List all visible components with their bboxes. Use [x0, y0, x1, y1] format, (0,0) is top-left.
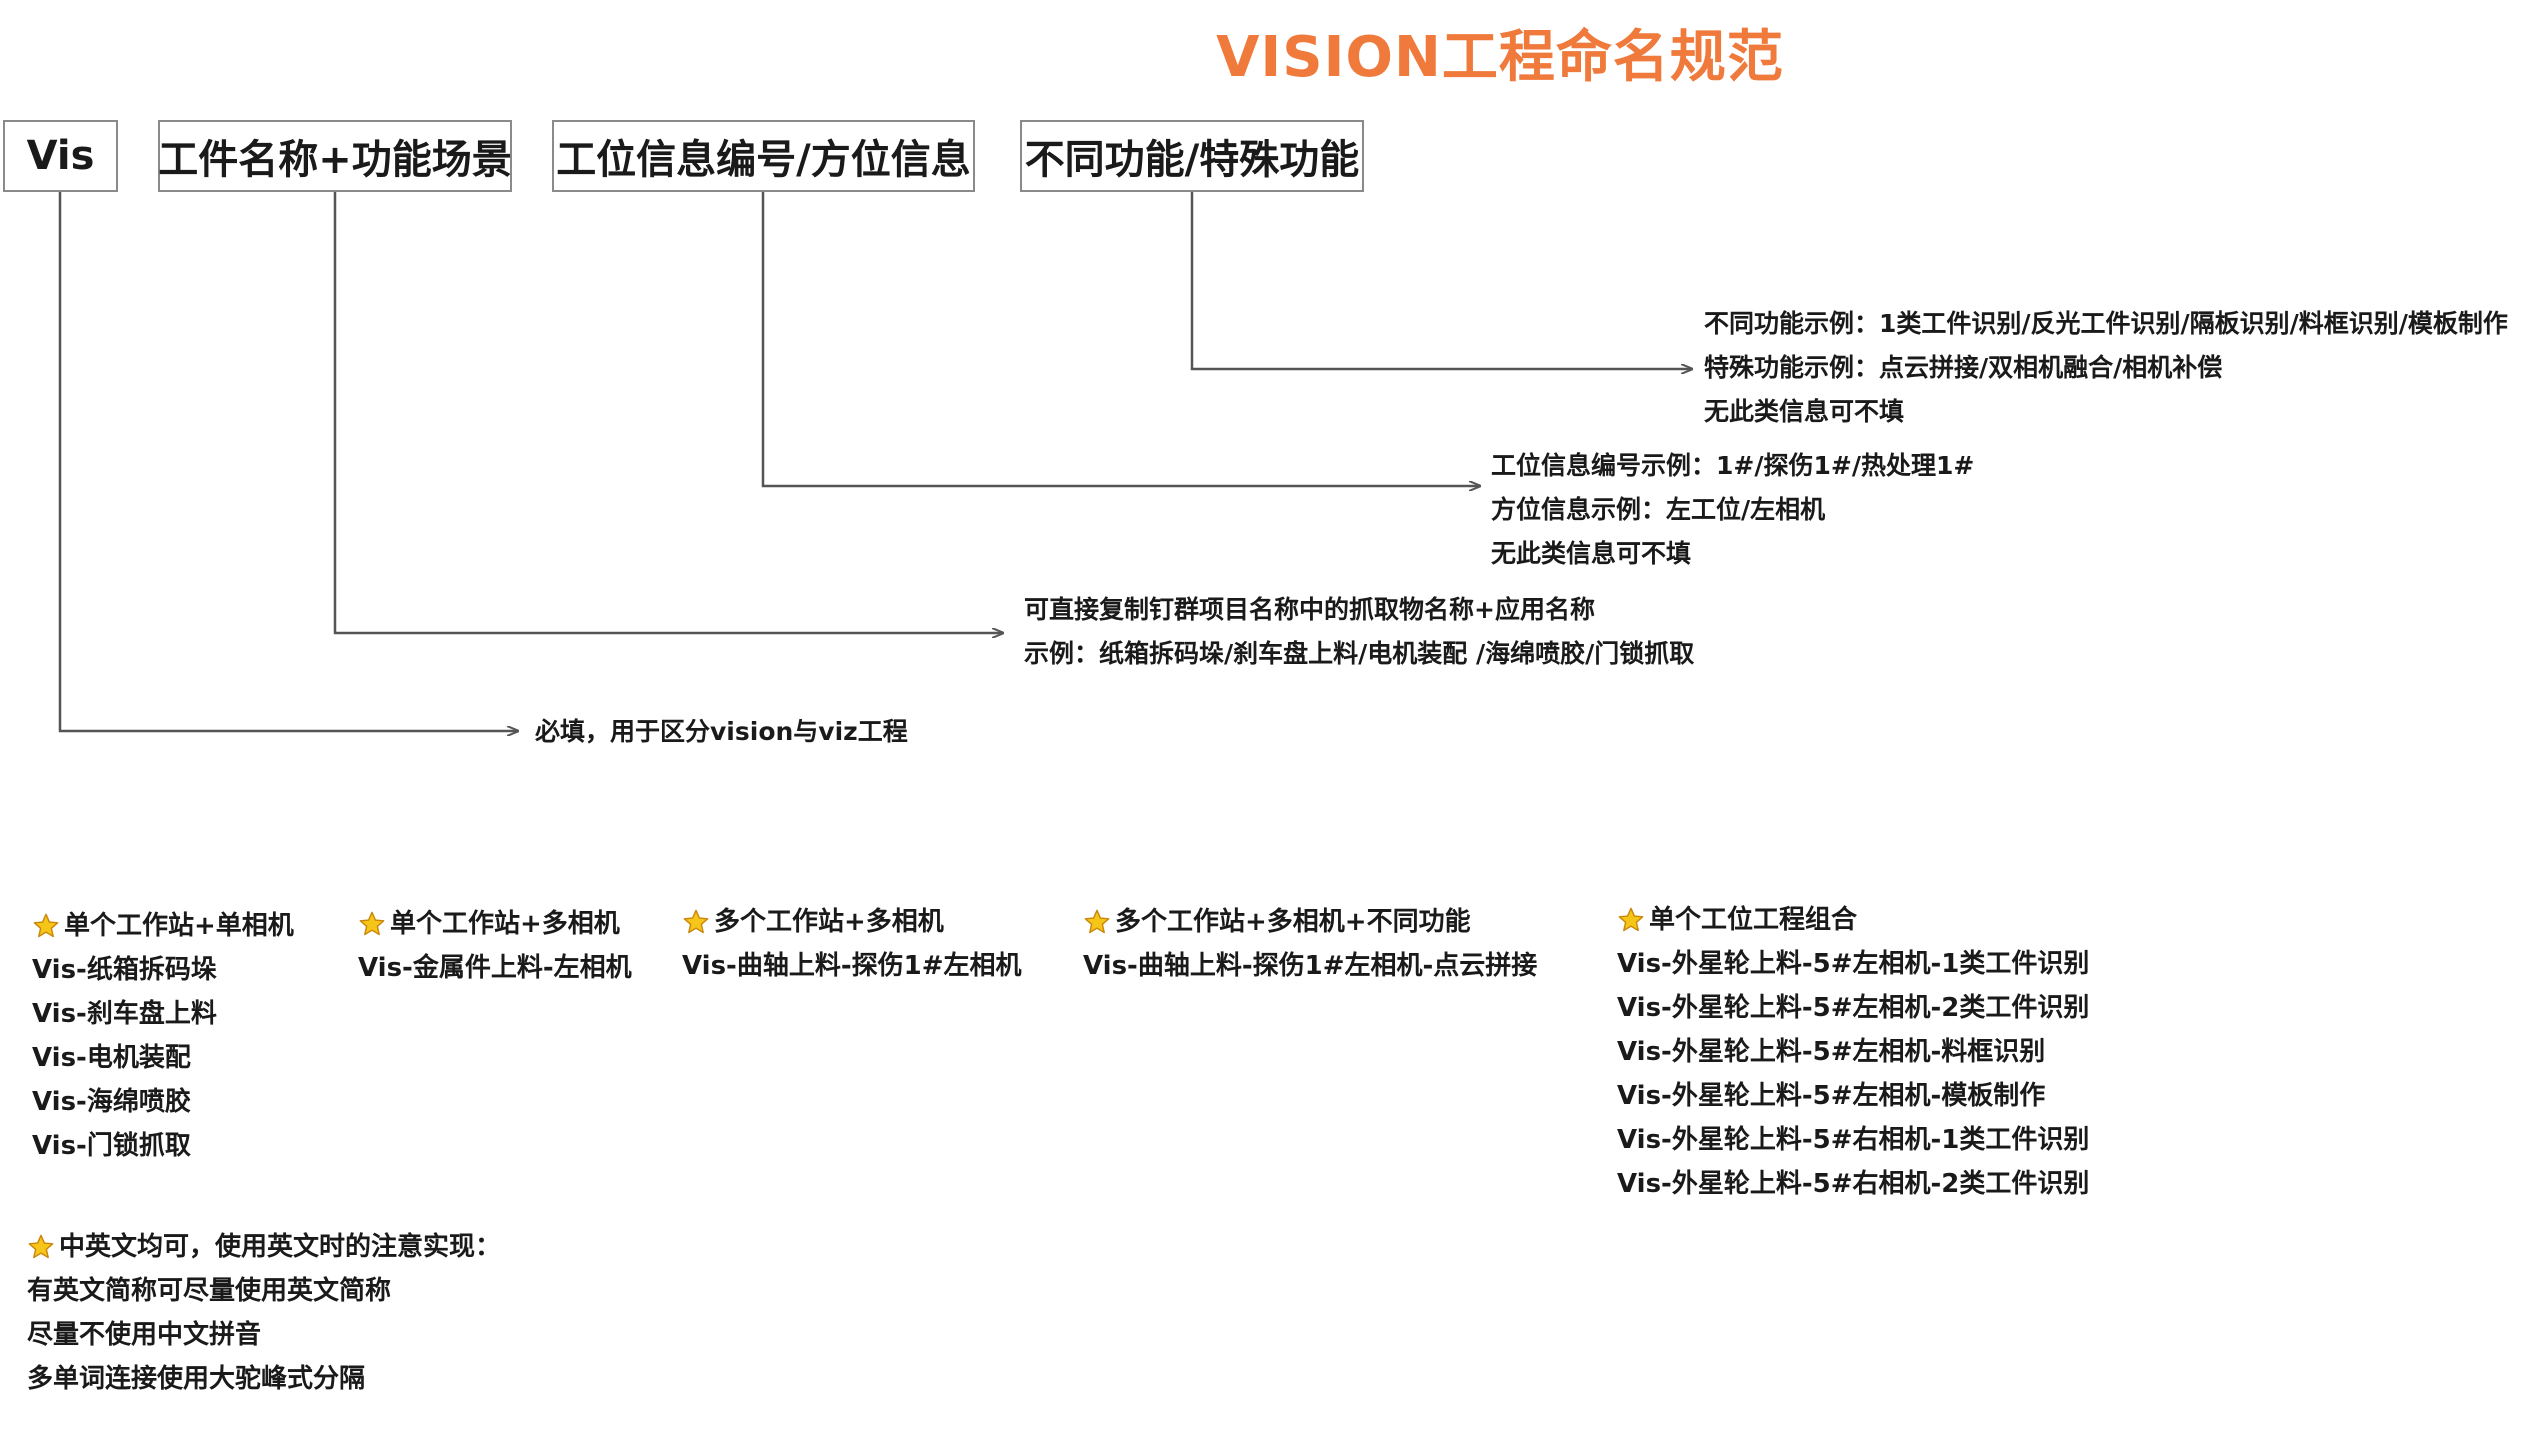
example-item: Vis-外星轮上料-5#右相机-1类工件识别 [1617, 1125, 2090, 1155]
description-workpiece-scene: 可直接复制钉群项目名称中的抓取物名称+应用名称 示例：纸箱拆码垛/刹车盘上料/电… [1024, 588, 1694, 676]
connector-workpiece-scene [333, 192, 1003, 633]
example-item: Vis-外星轮上料-5#左相机-模板制作 [1617, 1081, 2046, 1111]
example-item: Vis-刹车盘上料 [32, 999, 217, 1029]
example-item: Vis-曲轴上料-探伤1#左相机 [682, 951, 1022, 981]
description-line: 必填，用于区分vision与viz工程 [535, 717, 908, 746]
page-title: VISION工程命名规范 [1216, 25, 1784, 90]
connector-function [1190, 192, 1692, 369]
segment-box-workpiece-scene: 工件名称+功能场景 [158, 120, 512, 192]
description-line: 工位信息编号示例：1#/探伤1#/热处理1# [1491, 451, 1975, 480]
example-heading-label: 多个工作站+多相机 [714, 907, 944, 937]
star-icon [33, 913, 59, 938]
star-icon [359, 911, 385, 936]
segment-box-station-position: 工位信息编号/方位信息 [552, 120, 975, 192]
example-heading: 多个工作站+多相机+不同功能 [1083, 900, 1537, 944]
description-line: 可直接复制钉群项目名称中的抓取物名称+应用名称 [1024, 595, 1595, 624]
example-item: Vis-门锁抓取 [32, 1131, 191, 1161]
example-item: Vis-曲轴上料-探伤1#左相机-点云拼接 [1083, 951, 1538, 981]
description-station-position: 工位信息编号示例：1#/探伤1#/热处理1# 方位信息示例：左工位/左相机 无此… [1491, 444, 1974, 576]
example-heading: 单个工位工程组合 [1617, 898, 2089, 942]
description-line: 示例：纸箱拆码垛/刹车盘上料/电机装配 /海绵喷胶/门锁抓取 [1024, 639, 1695, 668]
example-item: Vis-外星轮上料-5#左相机-料框识别 [1617, 1037, 2046, 1067]
example-item: Vis-海绵喷胶 [32, 1087, 191, 1117]
example-item: Vis-电机装配 [32, 1043, 191, 1073]
notes-heading: 中英文均可，使用英文时的注意实现： [27, 1225, 501, 1269]
example-heading-label: 多个工作站+多相机+不同功能 [1115, 907, 1471, 937]
example-heading: 单个工作站+多相机 [358, 902, 632, 946]
example-multi-station-multi-camera-function: 多个工作站+多相机+不同功能 Vis-曲轴上料-探伤1#左相机-点云拼接 [1083, 900, 1537, 988]
description-line: 特殊功能示例：点云拼接/双相机融合/相机补偿 [1704, 353, 2223, 382]
segment-box-function: 不同功能/特殊功能 [1020, 120, 1364, 192]
example-heading-label: 单个工作站+多相机 [390, 909, 620, 939]
description-line: 无此类信息可不填 [1491, 539, 1692, 568]
connector-vis [58, 192, 518, 731]
connector-station-position [761, 192, 1480, 486]
note-item: 尽量不使用中文拼音 [27, 1320, 262, 1350]
star-icon [683, 909, 709, 934]
notes-english-naming: 中英文均可，使用英文时的注意实现： 有英文简称可尽量使用英文简称 尽量不使用中文… [27, 1225, 501, 1401]
example-item: Vis-外星轮上料-5#右相机-2类工件识别 [1617, 1169, 2090, 1199]
example-heading: 多个工作站+多相机 [682, 900, 1022, 944]
description-vis: 必填，用于区分vision与viz工程 [535, 710, 908, 754]
star-icon [1618, 907, 1644, 932]
star-icon [28, 1234, 54, 1259]
example-item: Vis-金属件上料-左相机 [358, 953, 632, 983]
description-function: 不同功能示例：1类工件识别/反光工件识别/隔板识别/料框识别/模板制作 特殊功能… [1704, 302, 2508, 434]
example-multi-station-multi-camera: 多个工作站+多相机 Vis-曲轴上料-探伤1#左相机 [682, 900, 1022, 988]
example-single-station-multi-camera: 单个工作站+多相机 Vis-金属件上料-左相机 [358, 902, 632, 990]
note-item: 有英文简称可尽量使用英文简称 [27, 1276, 392, 1306]
example-heading-label: 单个工作站+单相机 [64, 911, 294, 941]
example-item: Vis-外星轮上料-5#左相机-2类工件识别 [1617, 993, 2090, 1023]
notes-heading-label: 中英文均可，使用英文时的注意实现： [59, 1232, 502, 1262]
description-line: 无此类信息可不填 [1704, 397, 1905, 426]
example-item: Vis-纸箱拆码垛 [32, 955, 217, 985]
star-icon [1084, 909, 1110, 934]
example-item: Vis-外星轮上料-5#左相机-1类工件识别 [1617, 949, 2090, 979]
example-heading: 单个工作站+单相机 [32, 904, 294, 948]
segment-box-vis: Vis [3, 120, 118, 192]
example-single-station-project-combo: 单个工位工程组合 Vis-外星轮上料-5#左相机-1类工件识别 Vis-外星轮上… [1617, 898, 2089, 1206]
description-line: 方位信息示例：左工位/左相机 [1491, 495, 1826, 524]
note-item: 多单词连接使用大驼峰式分隔 [27, 1364, 366, 1394]
example-single-station-single-camera: 单个工作站+单相机 Vis-纸箱拆码垛 Vis-刹车盘上料 Vis-电机装配 V… [32, 904, 294, 1168]
description-line: 不同功能示例：1类工件识别/反光工件识别/隔板识别/料框识别/模板制作 [1704, 309, 2508, 338]
example-heading-label: 单个工位工程组合 [1649, 905, 1858, 935]
